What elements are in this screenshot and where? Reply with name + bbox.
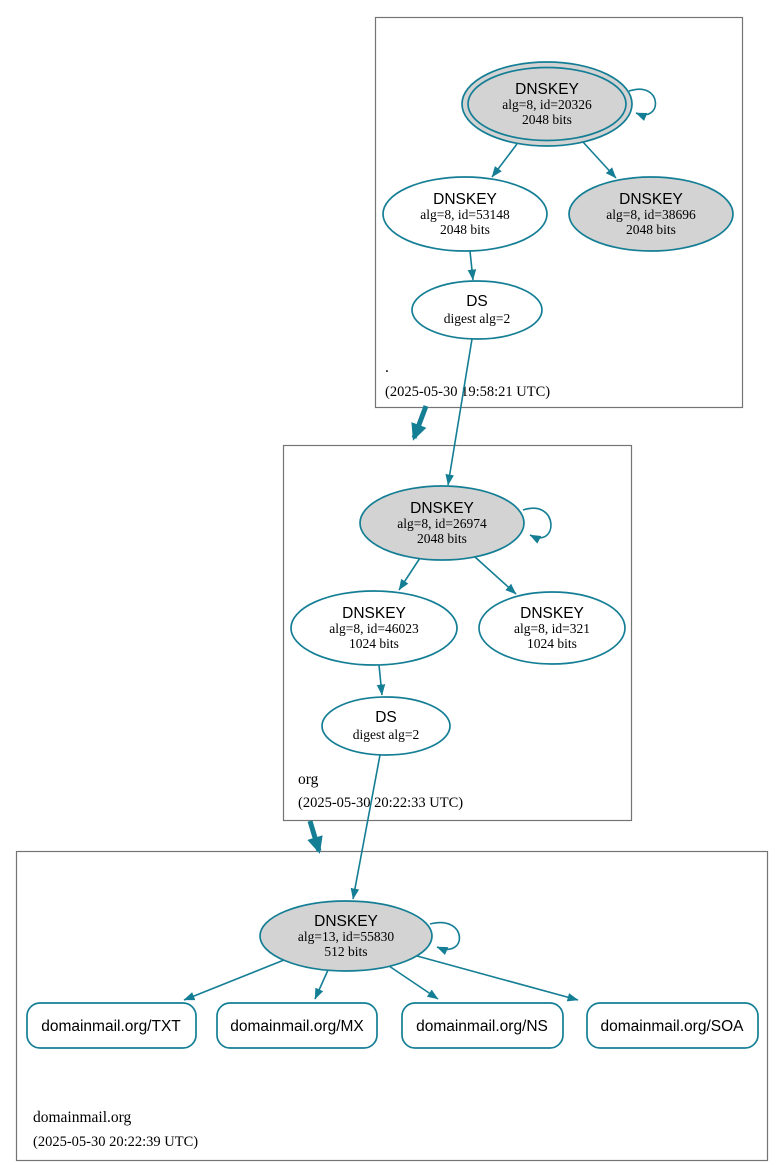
zone-root-timestamp: (2025-05-30 19:58:21 UTC) — [385, 384, 550, 400]
rrset-node-ns[interactable]: domainmail.org/NS — [401, 1002, 564, 1049]
node-bits: 2048 bits — [440, 222, 490, 237]
node-detail: alg=13, id=55830 — [298, 929, 394, 944]
self-sign-loop-org-ksk — [522, 507, 552, 544]
delegation-arrow-root-to-org — [411, 405, 429, 441]
edge-root-zsk-to-ds — [467, 250, 477, 281]
node-title: DS — [466, 293, 488, 310]
node-root-ksk-dnskey[interactable]: DNSKEY alg=8, id=20326 2048 bits — [461, 61, 633, 147]
edge-ksk-to-ns — [388, 965, 439, 1000]
node-title: DNSKEY — [314, 913, 378, 930]
edge-org-zsk-to-ds — [376, 664, 386, 696]
rrset-label: domainmail.org/NS — [416, 1018, 548, 1035]
edge-ksk-to-mx — [314, 969, 329, 1000]
rrset-label: domainmail.org/MX — [230, 1018, 364, 1035]
node-bits: 2048 bits — [522, 112, 572, 127]
self-sign-loop-domainmail-ksk — [429, 921, 461, 956]
node-detail: alg=8, id=321 — [514, 621, 590, 636]
edge-root-ksk-to-zsk — [491, 143, 518, 178]
rrset-node-txt[interactable]: domainmail.org/TXT — [26, 1002, 197, 1049]
edge-org-ds-to-domainmail-ksk — [350, 754, 381, 900]
rrset-label: domainmail.org/TXT — [41, 1018, 181, 1035]
node-bits: 2048 bits — [626, 222, 676, 237]
node-title: DNSKEY — [410, 500, 474, 517]
edge-root-ksk-to-key2 — [582, 141, 617, 179]
node-bits: 1024 bits — [527, 636, 577, 651]
node-detail: alg=8, id=20326 — [502, 97, 592, 112]
node-title: DNSKEY — [520, 605, 584, 622]
node-root-ds[interactable]: DS digest alg=2 — [411, 280, 543, 340]
zone-domainmail-label: domainmail.org — [33, 1109, 132, 1126]
node-root-zsk-dnskey[interactable]: DNSKEY alg=8, id=53148 2048 bits — [382, 176, 548, 252]
node-detail: alg=8, id=38696 — [606, 207, 696, 222]
node-detail: digest alg=2 — [353, 727, 419, 742]
node-title: DNSKEY — [515, 81, 579, 98]
node-org-ksk-dnskey[interactable]: DNSKEY alg=8, id=26974 2048 bits — [359, 485, 525, 561]
node-root-key2-dnskey[interactable]: DNSKEY alg=8, id=38696 2048 bits — [568, 176, 734, 252]
node-bits: 1024 bits — [349, 636, 399, 651]
node-title: DS — [375, 709, 397, 726]
node-detail: alg=8, id=53148 — [420, 207, 510, 222]
node-title: DNSKEY — [342, 605, 406, 622]
node-bits: 512 bits — [324, 944, 367, 959]
self-sign-loop-root-ksk — [628, 88, 657, 121]
node-org-zsk-dnskey[interactable]: DNSKEY alg=8, id=46023 1024 bits — [290, 590, 458, 666]
zone-root-label: . — [385, 359, 389, 376]
node-detail: digest alg=2 — [444, 311, 510, 326]
edge-root-ds-to-org-ksk — [445, 338, 473, 486]
delegation-arrow-org-to-domainmail — [307, 820, 323, 854]
node-org-ds[interactable]: DS digest alg=2 — [321, 696, 451, 756]
rrset-node-soa[interactable]: domainmail.org/SOA — [586, 1002, 759, 1049]
rrset-label: domainmail.org/SOA — [600, 1018, 744, 1035]
node-domainmail-ksk-dnskey[interactable]: DNSKEY alg=13, id=55830 512 bits — [259, 900, 433, 972]
node-title: DNSKEY — [433, 191, 497, 208]
node-bits: 2048 bits — [417, 531, 467, 546]
zone-domainmail-timestamp: (2025-05-30 20:22:39 UTC) — [33, 1134, 198, 1150]
zone-org-timestamp: (2025-05-30 20:22:33 UTC) — [298, 795, 463, 811]
rrset-node-mx[interactable]: domainmail.org/MX — [216, 1002, 378, 1049]
node-org-key2-dnskey[interactable]: DNSKEY alg=8, id=321 1024 bits — [478, 591, 626, 665]
node-title: DNSKEY — [619, 191, 683, 208]
edge-ksk-to-soa — [416, 955, 579, 1002]
node-detail: alg=8, id=46023 — [329, 621, 419, 636]
edge-org-ksk-to-key2 — [474, 556, 517, 595]
node-detail: alg=8, id=26974 — [397, 516, 487, 531]
edge-ksk-to-txt — [183, 959, 285, 1001]
edge-org-ksk-to-zsk — [398, 557, 421, 591]
zone-org-label: org — [298, 771, 319, 788]
